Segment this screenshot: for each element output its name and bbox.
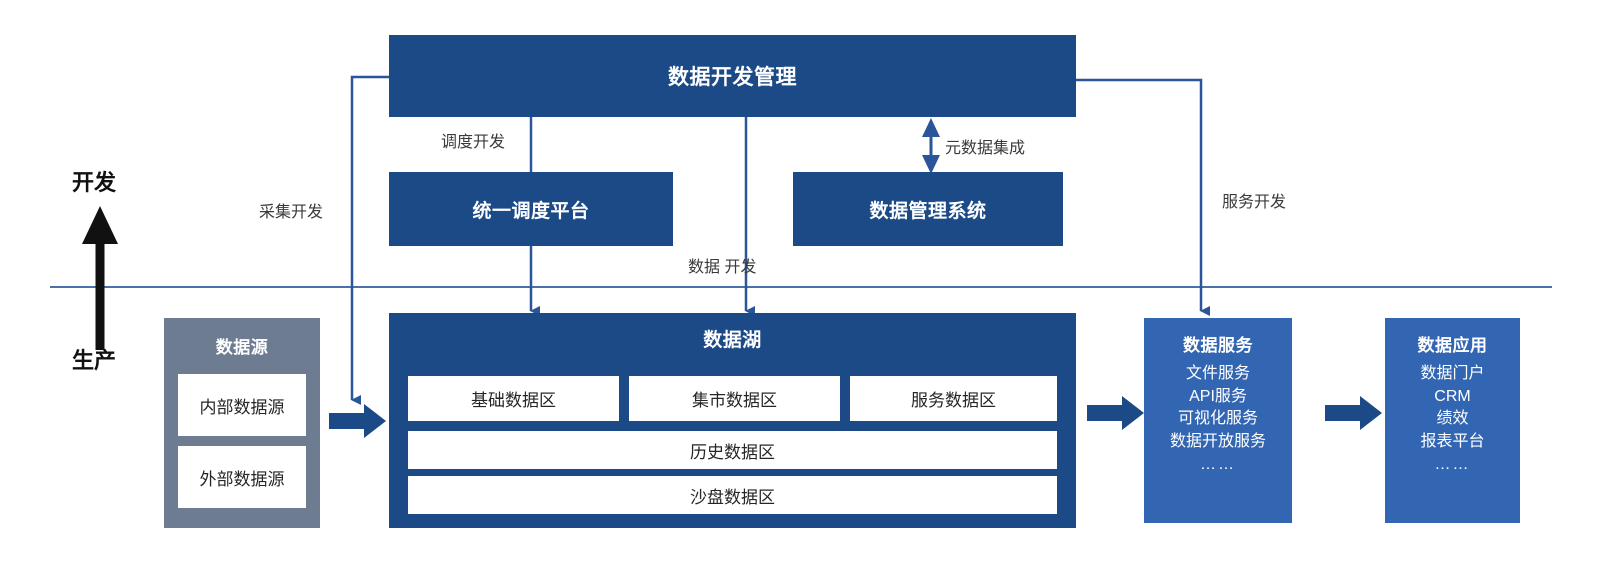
block-arrow-source-to-lake xyxy=(329,404,386,438)
box-title-data-service: 数据服务 xyxy=(1183,336,1253,355)
box-unified-scheduling-platform[interactable]: 统一调度平台 xyxy=(389,172,673,246)
box-title-unified-scheduling-platform: 统一调度平台 xyxy=(472,200,590,222)
data-application-item-ellipsis: …… xyxy=(1434,455,1471,473)
flow-label-metadata-integration: 元数据集成 xyxy=(945,140,1026,157)
box-title-data-source: 数据源 xyxy=(215,338,269,357)
block-arrow-lake-to-service xyxy=(1087,396,1144,430)
data-lake-zone-service[interactable]: 服务数据区 xyxy=(850,376,1057,421)
data-application-item-performance: 绩效 xyxy=(1436,410,1469,428)
box-data-source[interactable]: 数据源 内部数据源 外部数据源 xyxy=(164,318,320,528)
data-source-item-external[interactable]: 外部数据源 xyxy=(178,446,306,508)
axis-label-development: 开发 xyxy=(72,170,117,195)
block-arrow-service-to-application xyxy=(1325,396,1382,430)
box-data-lake[interactable]: 数据湖 基础数据区 集市数据区 服务数据区 历史数据区 沙盘数据区 xyxy=(389,313,1076,528)
box-data-service[interactable]: 数据服务 文件服务 API服务 可视化服务 数据开放服务 …… xyxy=(1144,318,1292,523)
data-lake-zone-basic[interactable]: 基础数据区 xyxy=(408,376,619,421)
data-lake-zone-basic-label: 基础数据区 xyxy=(471,391,556,410)
connector-collection-dev xyxy=(350,75,389,405)
box-title-data-lake: 数据湖 xyxy=(703,330,762,351)
box-title-data-management-system: 数据管理系统 xyxy=(869,200,987,222)
data-lake-zone-market-label: 集市数据区 xyxy=(692,391,777,410)
data-service-item-open-data: 数据开放服务 xyxy=(1169,433,1266,451)
connector-metadata-integration xyxy=(922,118,940,174)
data-source-item-internal[interactable]: 内部数据源 xyxy=(178,374,306,436)
data-application-item-crm: CRM xyxy=(1434,387,1471,405)
data-lake-zone-sandbox[interactable]: 沙盘数据区 xyxy=(408,476,1057,514)
box-data-development-management[interactable]: 数据开发管理 xyxy=(389,35,1076,117)
box-title-data-application: 数据应用 xyxy=(1417,336,1488,355)
data-application-item-report-platform: 报表平台 xyxy=(1420,433,1485,451)
data-service-item-ellipsis: …… xyxy=(1200,455,1236,473)
axis-label-production: 生产 xyxy=(72,348,117,373)
data-lake-zone-service-label: 服务数据区 xyxy=(911,391,996,410)
box-data-application[interactable]: 数据应用 数据门户 CRM 绩效 报表平台 …… xyxy=(1385,318,1520,523)
data-lake-zone-market[interactable]: 集市数据区 xyxy=(629,376,840,421)
flow-label-collection-dev: 采集开发 xyxy=(259,204,324,221)
data-service-item-api: API服务 xyxy=(1189,387,1247,405)
data-application-item-portal: 数据门户 xyxy=(1420,365,1485,382)
data-service-item-file: 文件服务 xyxy=(1185,365,1250,382)
data-source-item-internal-label: 内部数据源 xyxy=(199,397,285,417)
box-data-management-system[interactable]: 数据管理系统 xyxy=(793,172,1063,246)
flow-label-data-dev: 数据 开发 xyxy=(688,259,757,276)
data-lake-zone-history[interactable]: 历史数据区 xyxy=(408,431,1057,469)
data-lake-zone-sandbox-label: 沙盘数据区 xyxy=(690,487,775,507)
data-source-item-external-label: 外部数据源 xyxy=(199,469,285,489)
dev-prod-axis-arrow xyxy=(82,206,118,350)
data-service-item-visualization: 可视化服务 xyxy=(1177,410,1258,428)
flow-label-service-dev: 服务开发 xyxy=(1222,194,1287,211)
connector-service-dev xyxy=(1076,78,1210,316)
data-lake-zone-history-label: 历史数据区 xyxy=(690,442,775,462)
flow-label-scheduling-dev: 调度开发 xyxy=(441,134,506,151)
box-title-data-development-management: 数据开发管理 xyxy=(668,66,797,89)
